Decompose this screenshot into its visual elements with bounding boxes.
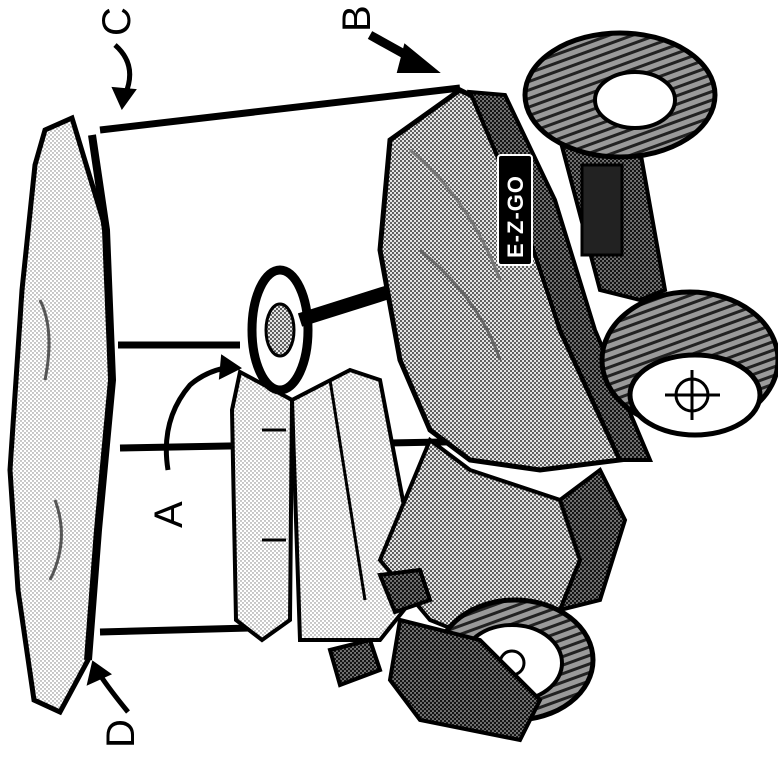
ezgo-logo: E-Z-GO bbox=[498, 155, 532, 265]
label-a: A bbox=[147, 501, 191, 528]
arrow-c bbox=[113, 45, 135, 108]
front-wheel-right bbox=[525, 33, 715, 157]
canopy-roof bbox=[10, 118, 112, 712]
label-c: C bbox=[95, 7, 139, 36]
label-b: B bbox=[335, 5, 379, 32]
arrow-a bbox=[166, 356, 240, 470]
arrow-b bbox=[370, 35, 438, 72]
seat-back bbox=[232, 372, 292, 640]
logo-text: E-Z-GO bbox=[503, 175, 528, 258]
steering-wheel bbox=[252, 270, 395, 390]
arrow-d bbox=[88, 662, 128, 712]
label-d: D bbox=[99, 719, 143, 748]
